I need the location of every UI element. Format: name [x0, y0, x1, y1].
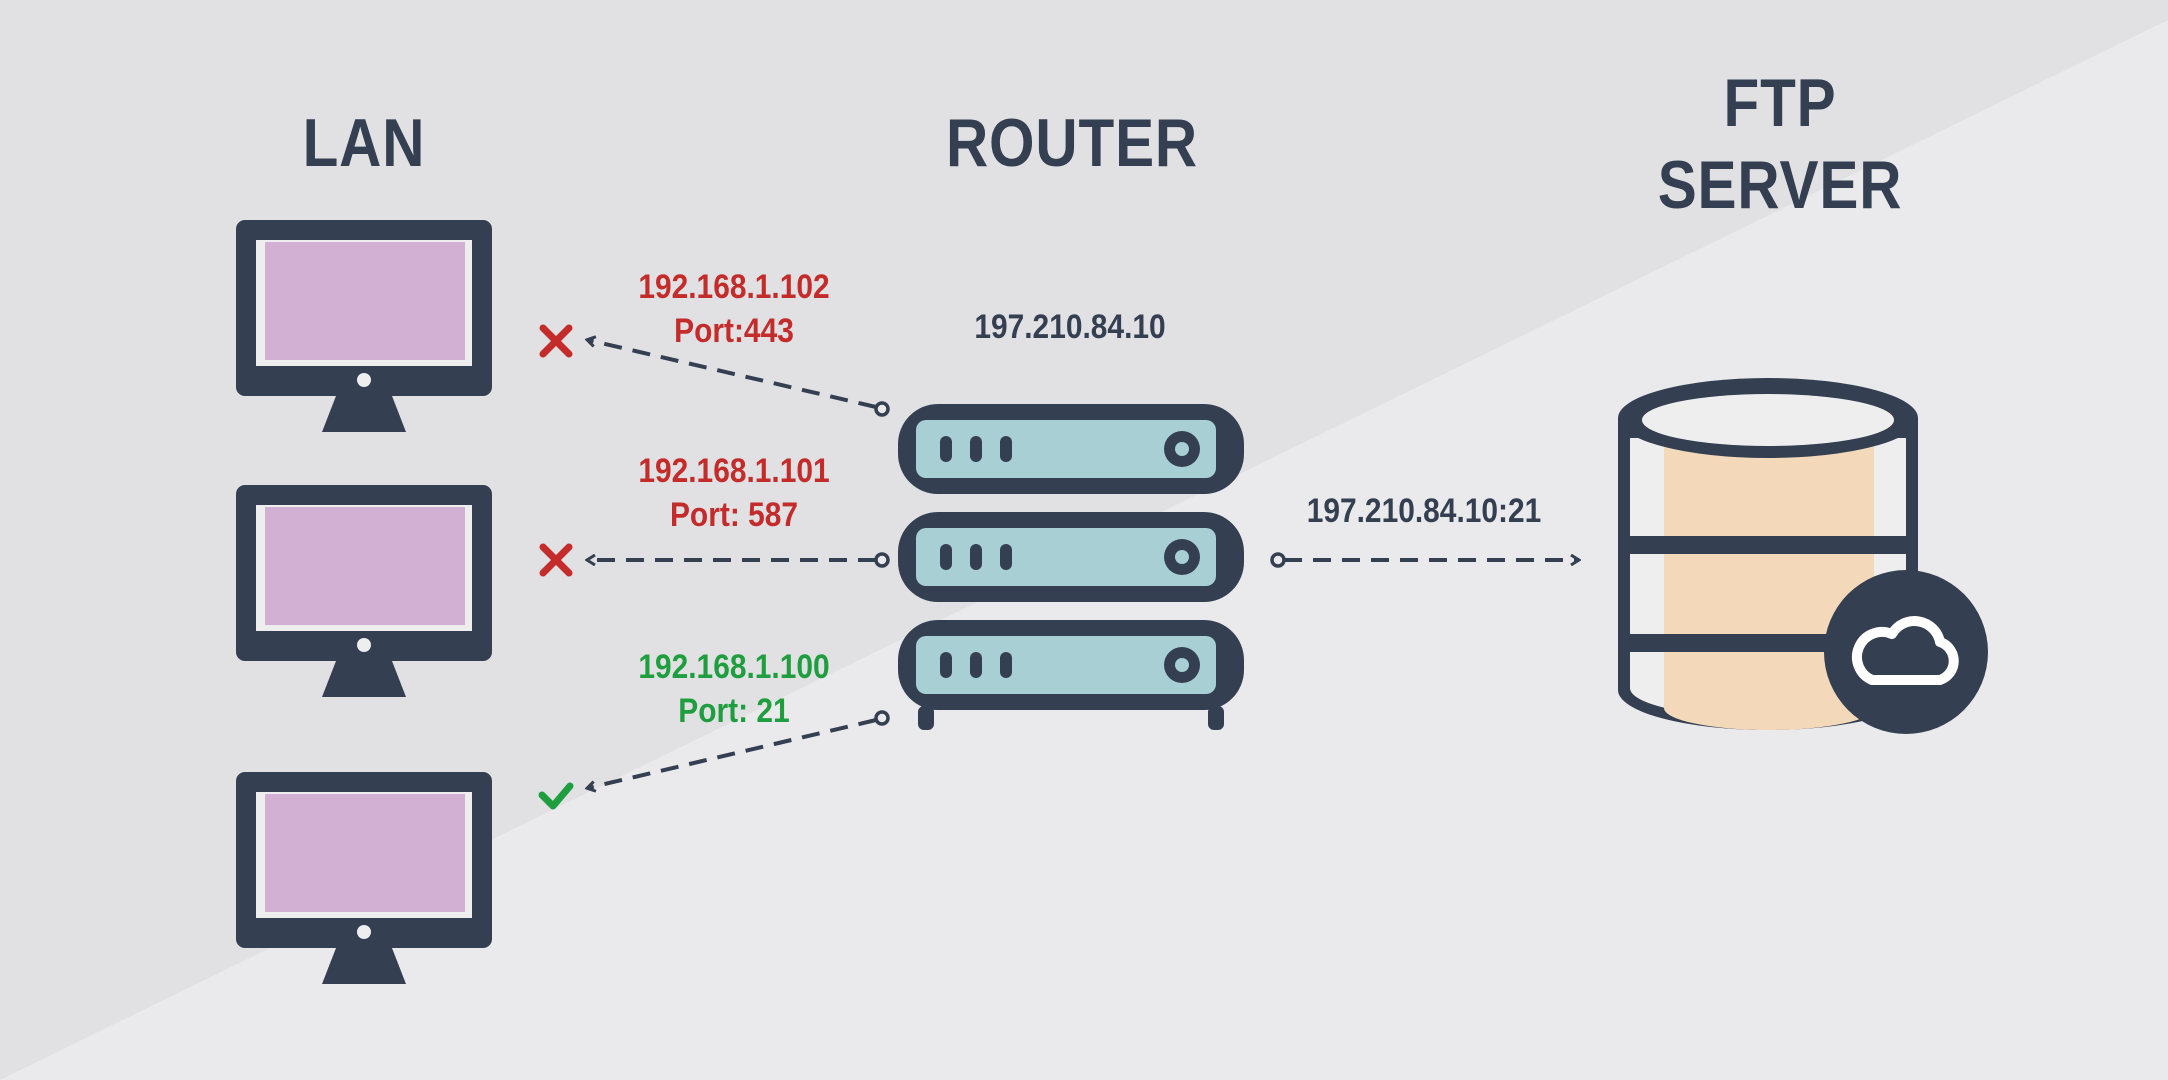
lan-computer-2-icon: [236, 485, 492, 697]
allowed-check-icon: [538, 782, 574, 810]
lan-computer-1-icon: [236, 220, 492, 432]
client-3-ip-label: 192.168.1.100: [638, 648, 830, 686]
router-unit-3: [898, 620, 1244, 710]
connection-lines: [588, 340, 1578, 788]
ftp-heading-line1: FTP: [1723, 65, 1837, 141]
cloud-badge-icon: [1824, 570, 1988, 734]
router-heading: ROUTER: [945, 105, 1199, 181]
client-2-port-label: Port: 587: [669, 496, 799, 534]
blocked-x-icon-2: [539, 543, 573, 577]
lan-heading: LAN: [302, 105, 426, 181]
client-1-port-label: Port:443: [674, 312, 794, 350]
ftp-heading-line2: SERVER: [1657, 147, 1903, 223]
connection-line-1: [588, 340, 877, 409]
router-ip-label: 197.210.84.10: [974, 308, 1166, 346]
server-address-label: 197.210.84.10:21: [1306, 492, 1542, 530]
router-unit-1: [898, 404, 1244, 494]
client-1-ip-label: 192.168.1.102: [638, 268, 830, 306]
blocked-x-icon-1: [539, 324, 573, 358]
router-unit-2: [898, 512, 1244, 602]
lan-computer-3-icon: [236, 772, 492, 984]
connection-endpoints: [874, 401, 1286, 726]
connection-line-3: [588, 718, 877, 788]
router-icon: [898, 404, 1244, 730]
client-2-ip-label: 192.168.1.101: [638, 452, 830, 490]
client-3-port-label: Port: 21: [678, 692, 790, 730]
